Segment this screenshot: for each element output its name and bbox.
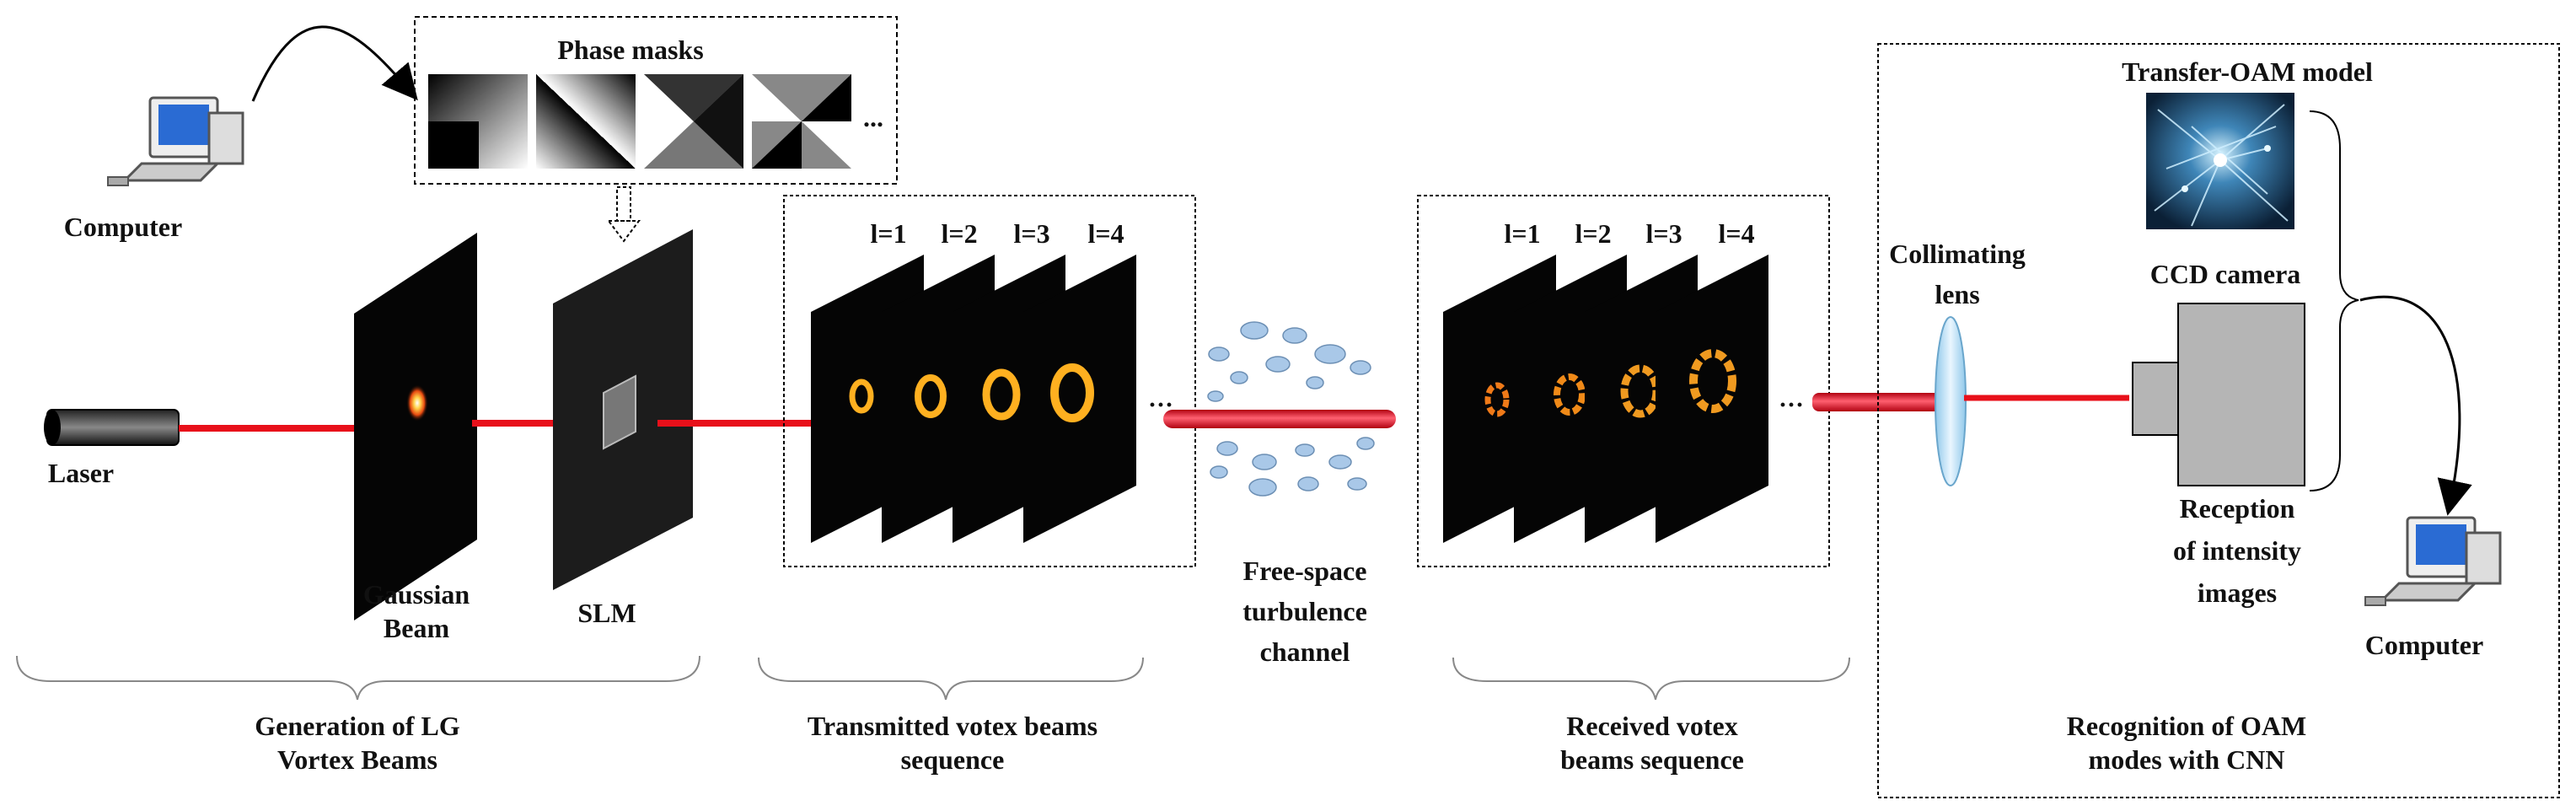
- received-mode-4: l=4: [1718, 218, 1754, 249]
- transmitted-mode-1: l=1: [870, 218, 906, 249]
- gaussian-beam-screen: [354, 233, 477, 620]
- transmitted-sequence-panel: l=1 l=2 l=3 l=4 ···: [783, 195, 1196, 567]
- recognition-caption-1: Recognition of OAM: [2067, 711, 2306, 741]
- left-computer-label: Computer: [64, 212, 182, 242]
- collimating-label-1: Collimating: [1889, 239, 2026, 269]
- turbulence-label-1: Free-space: [1243, 556, 1367, 586]
- right-computer-icon: [2364, 516, 2502, 606]
- phase-mask-2: [536, 74, 636, 169]
- neural-network-image: [2146, 93, 2294, 229]
- phase-masks-title: Phase masks: [557, 35, 703, 65]
- transmitted-caption-1: Transmitted votex beams: [808, 711, 1097, 741]
- recognition-caption-2: modes with CNN: [2089, 744, 2285, 775]
- turbulence-label-3: channel: [1260, 636, 1350, 667]
- computer-icon: [107, 96, 244, 186]
- received-to-lens-beam: [1812, 393, 1952, 411]
- reception-label-3: images: [2198, 577, 2277, 608]
- phase-mask-1: [428, 74, 528, 169]
- received-dots: ···: [1779, 391, 1804, 419]
- collimating-label-2: lens: [1935, 279, 1979, 309]
- phase-masks-panel: Phase masks ...: [414, 16, 898, 185]
- transmitted-mode-4: l=4: [1087, 218, 1124, 249]
- received-mode-3: l=3: [1645, 218, 1682, 249]
- recognition-panel: Transfer-OAM model CCD camera Reception: [1877, 43, 2560, 798]
- gaussian-label-2: Beam: [384, 613, 450, 643]
- masks-to-slm-arrow: [607, 186, 641, 243]
- turbulence-bubbles: [1207, 321, 1375, 497]
- phase-mask-3: [644, 74, 743, 169]
- received-brace: [1452, 657, 1850, 701]
- received-mode-2: l=2: [1575, 218, 1611, 249]
- received-frame-4: [1656, 255, 1768, 543]
- slm-label: SLM: [577, 598, 636, 628]
- phase-mask-4: [752, 74, 851, 169]
- reception-label-1: Reception: [2180, 493, 2295, 524]
- turbulence-beam: [1163, 410, 1396, 428]
- transmitted-frame-4: [1023, 255, 1136, 543]
- camera-icon: [2132, 303, 2305, 486]
- phase-masks-ellipsis: ...: [863, 102, 883, 132]
- laser-icon: [44, 409, 180, 446]
- right-computer-label: Computer: [2365, 630, 2483, 660]
- received-caption-2: beams sequence: [1560, 744, 1744, 775]
- turbulence-label-2: turbulence: [1242, 596, 1367, 626]
- laser-label: Laser: [48, 458, 114, 488]
- recognition-brace: [2309, 110, 2359, 491]
- received-sequence-panel: l=1 l=2 l=3 l=4 ···: [1417, 195, 1830, 567]
- transmitted-mode-3: l=3: [1013, 218, 1049, 249]
- received-caption-1: Received votex: [1566, 711, 1737, 741]
- generation-label-1: Generation of LG: [255, 711, 460, 741]
- transmitted-brace: [758, 657, 1144, 701]
- model-title: Transfer-OAM model: [2122, 56, 2373, 87]
- generation-brace: [16, 655, 700, 701]
- brace-to-computer-arrow: [2359, 295, 2472, 516]
- gaussian-label-1: Gaussian: [363, 579, 470, 610]
- slm-device: [553, 229, 693, 590]
- transmitted-caption-2: sequence: [901, 744, 1005, 775]
- lens-icon: [1935, 316, 1967, 486]
- reception-label-2: of intensity: [2173, 535, 2301, 566]
- generation-label-2: Vortex Beams: [277, 744, 437, 775]
- ccd-camera-label: CCD camera: [2150, 259, 2301, 289]
- received-mode-1: l=1: [1504, 218, 1540, 249]
- computer-to-masks-arrow: [251, 25, 418, 102]
- transmitted-mode-2: l=2: [941, 218, 977, 249]
